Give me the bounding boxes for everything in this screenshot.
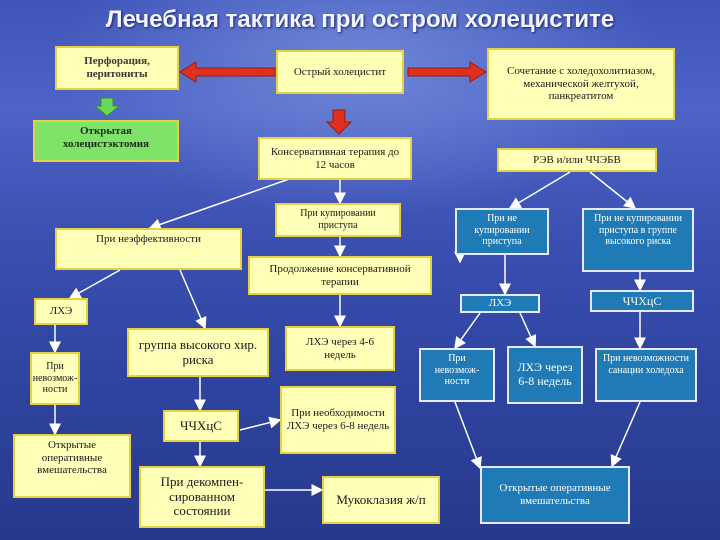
combo-label: Сочетание с холедохолитиазом, механическ…	[507, 65, 655, 103]
acute-cholecystitis-box: Острый холецистит	[276, 50, 404, 94]
lhe-4-6-box: ЛХЭ через 4-6 недель	[285, 326, 395, 371]
lhe-4-6-label: ЛХЭ через 4-6 недель	[306, 335, 374, 361]
continue-conservative-box: Продолжение консервативной терапии	[248, 256, 432, 295]
not-cupping-box: При не купировании приступа	[455, 208, 549, 255]
chchhc-mid-box: ЧЧХцС	[163, 410, 239, 442]
open-ops-right-label: Открытые оперативные вмешательства	[499, 482, 611, 507]
open-cholecystectomy-label: Открытая холецистэктомия	[62, 125, 150, 150]
cupping-label: При купировании приступа	[300, 208, 376, 231]
green-arrow-down	[93, 97, 121, 117]
impossible-mid-label: При невозмож-ности	[434, 353, 480, 387]
ineffective-box: При неэффективности	[55, 228, 242, 270]
ineffective-label: При неэффективности	[96, 233, 201, 245]
perforation-label: Перфорация, перитониты	[84, 55, 150, 80]
not-cupping-label: При не купировании приступа	[474, 213, 530, 247]
red-arrow-right	[407, 61, 487, 83]
continue-conservative-label: Продолжение консервативной терапии	[269, 262, 411, 288]
open-ops-left-box: Открытые оперативные вмешательства	[13, 434, 131, 498]
perforation-box: Перфорация, перитониты	[55, 46, 179, 90]
lhe-right-box: ЛХЭ	[460, 294, 540, 313]
red-arrow-left	[179, 61, 276, 83]
sanation-box: При невозможности санации холедоха	[595, 348, 697, 402]
high-risk-label: группа высокого хир. риска	[138, 336, 258, 367]
acute-cholecystitis-label: Острый холецистит	[293, 65, 387, 78]
open-ops-left-label: Открытые оперативные вмешательства	[37, 439, 107, 477]
chchhc-right-label: ЧЧХцС	[622, 294, 662, 308]
if-needed-box: При необходимости ЛХЭ через 6-8 недель	[280, 386, 396, 454]
chchhc-mid-label: ЧЧХцС	[180, 417, 222, 433]
lhe-left-box: ЛХЭ	[34, 298, 88, 325]
not-cupping-high-risk-box: При не купировании приступа в группе выс…	[582, 208, 694, 272]
combo-box: Сочетание с холедохолитиазом, механическ…	[487, 48, 675, 120]
sanation-label: При невозможности санации холедоха	[602, 353, 690, 376]
cupping-box: При купировании приступа	[275, 203, 401, 237]
rev-box: РЭВ и/или ЧЧЭБВ	[497, 148, 657, 172]
page-title: Лечебная тактика при остром холецистите	[105, 6, 615, 33]
rev-label: РЭВ и/или ЧЧЭБВ	[533, 153, 621, 166]
impossible-mid-box: При невозмож-ности	[419, 348, 495, 402]
if-needed-label: При необходимости ЛХЭ через 6-8 недель	[286, 407, 390, 432]
mucoclasia-label: Мукоклазия ж/п	[336, 491, 426, 507]
chchhc-right-box: ЧЧХцС	[590, 290, 694, 312]
conservative-therapy-label: Консервативная терапия до 12 часов	[270, 145, 400, 171]
lhe-left-label: ЛХЭ	[49, 305, 73, 318]
impossible-left-box: При невозмож-ности	[30, 352, 80, 405]
mucoclasia-box: Мукоклазия ж/п	[322, 476, 440, 524]
open-cholecystectomy-box: Открытая холецистэктомия	[33, 120, 179, 162]
not-cupping-high-risk-label: При не купировании приступа в группе выс…	[594, 213, 682, 247]
red-arrow-down	[325, 109, 353, 135]
impossible-left-label: При невозмож-ности	[32, 361, 78, 396]
lhe-6-8-box: ЛХЭ через 6-8 недель	[507, 346, 583, 404]
decompensated-box: При декомпен-сированном состоянии	[139, 466, 265, 528]
decompensated-label: При декомпен-сированном состоянии	[160, 473, 244, 519]
lhe-6-8-label: ЛХЭ через 6-8 недель	[517, 360, 573, 388]
open-ops-right-box: Открытые оперативные вмешательства	[480, 466, 630, 524]
conservative-therapy-box: Консервативная терапия до 12 часов	[258, 137, 412, 180]
lhe-right-label: ЛХЭ	[488, 297, 512, 310]
high-risk-box: группа высокого хир. риска	[127, 328, 269, 377]
